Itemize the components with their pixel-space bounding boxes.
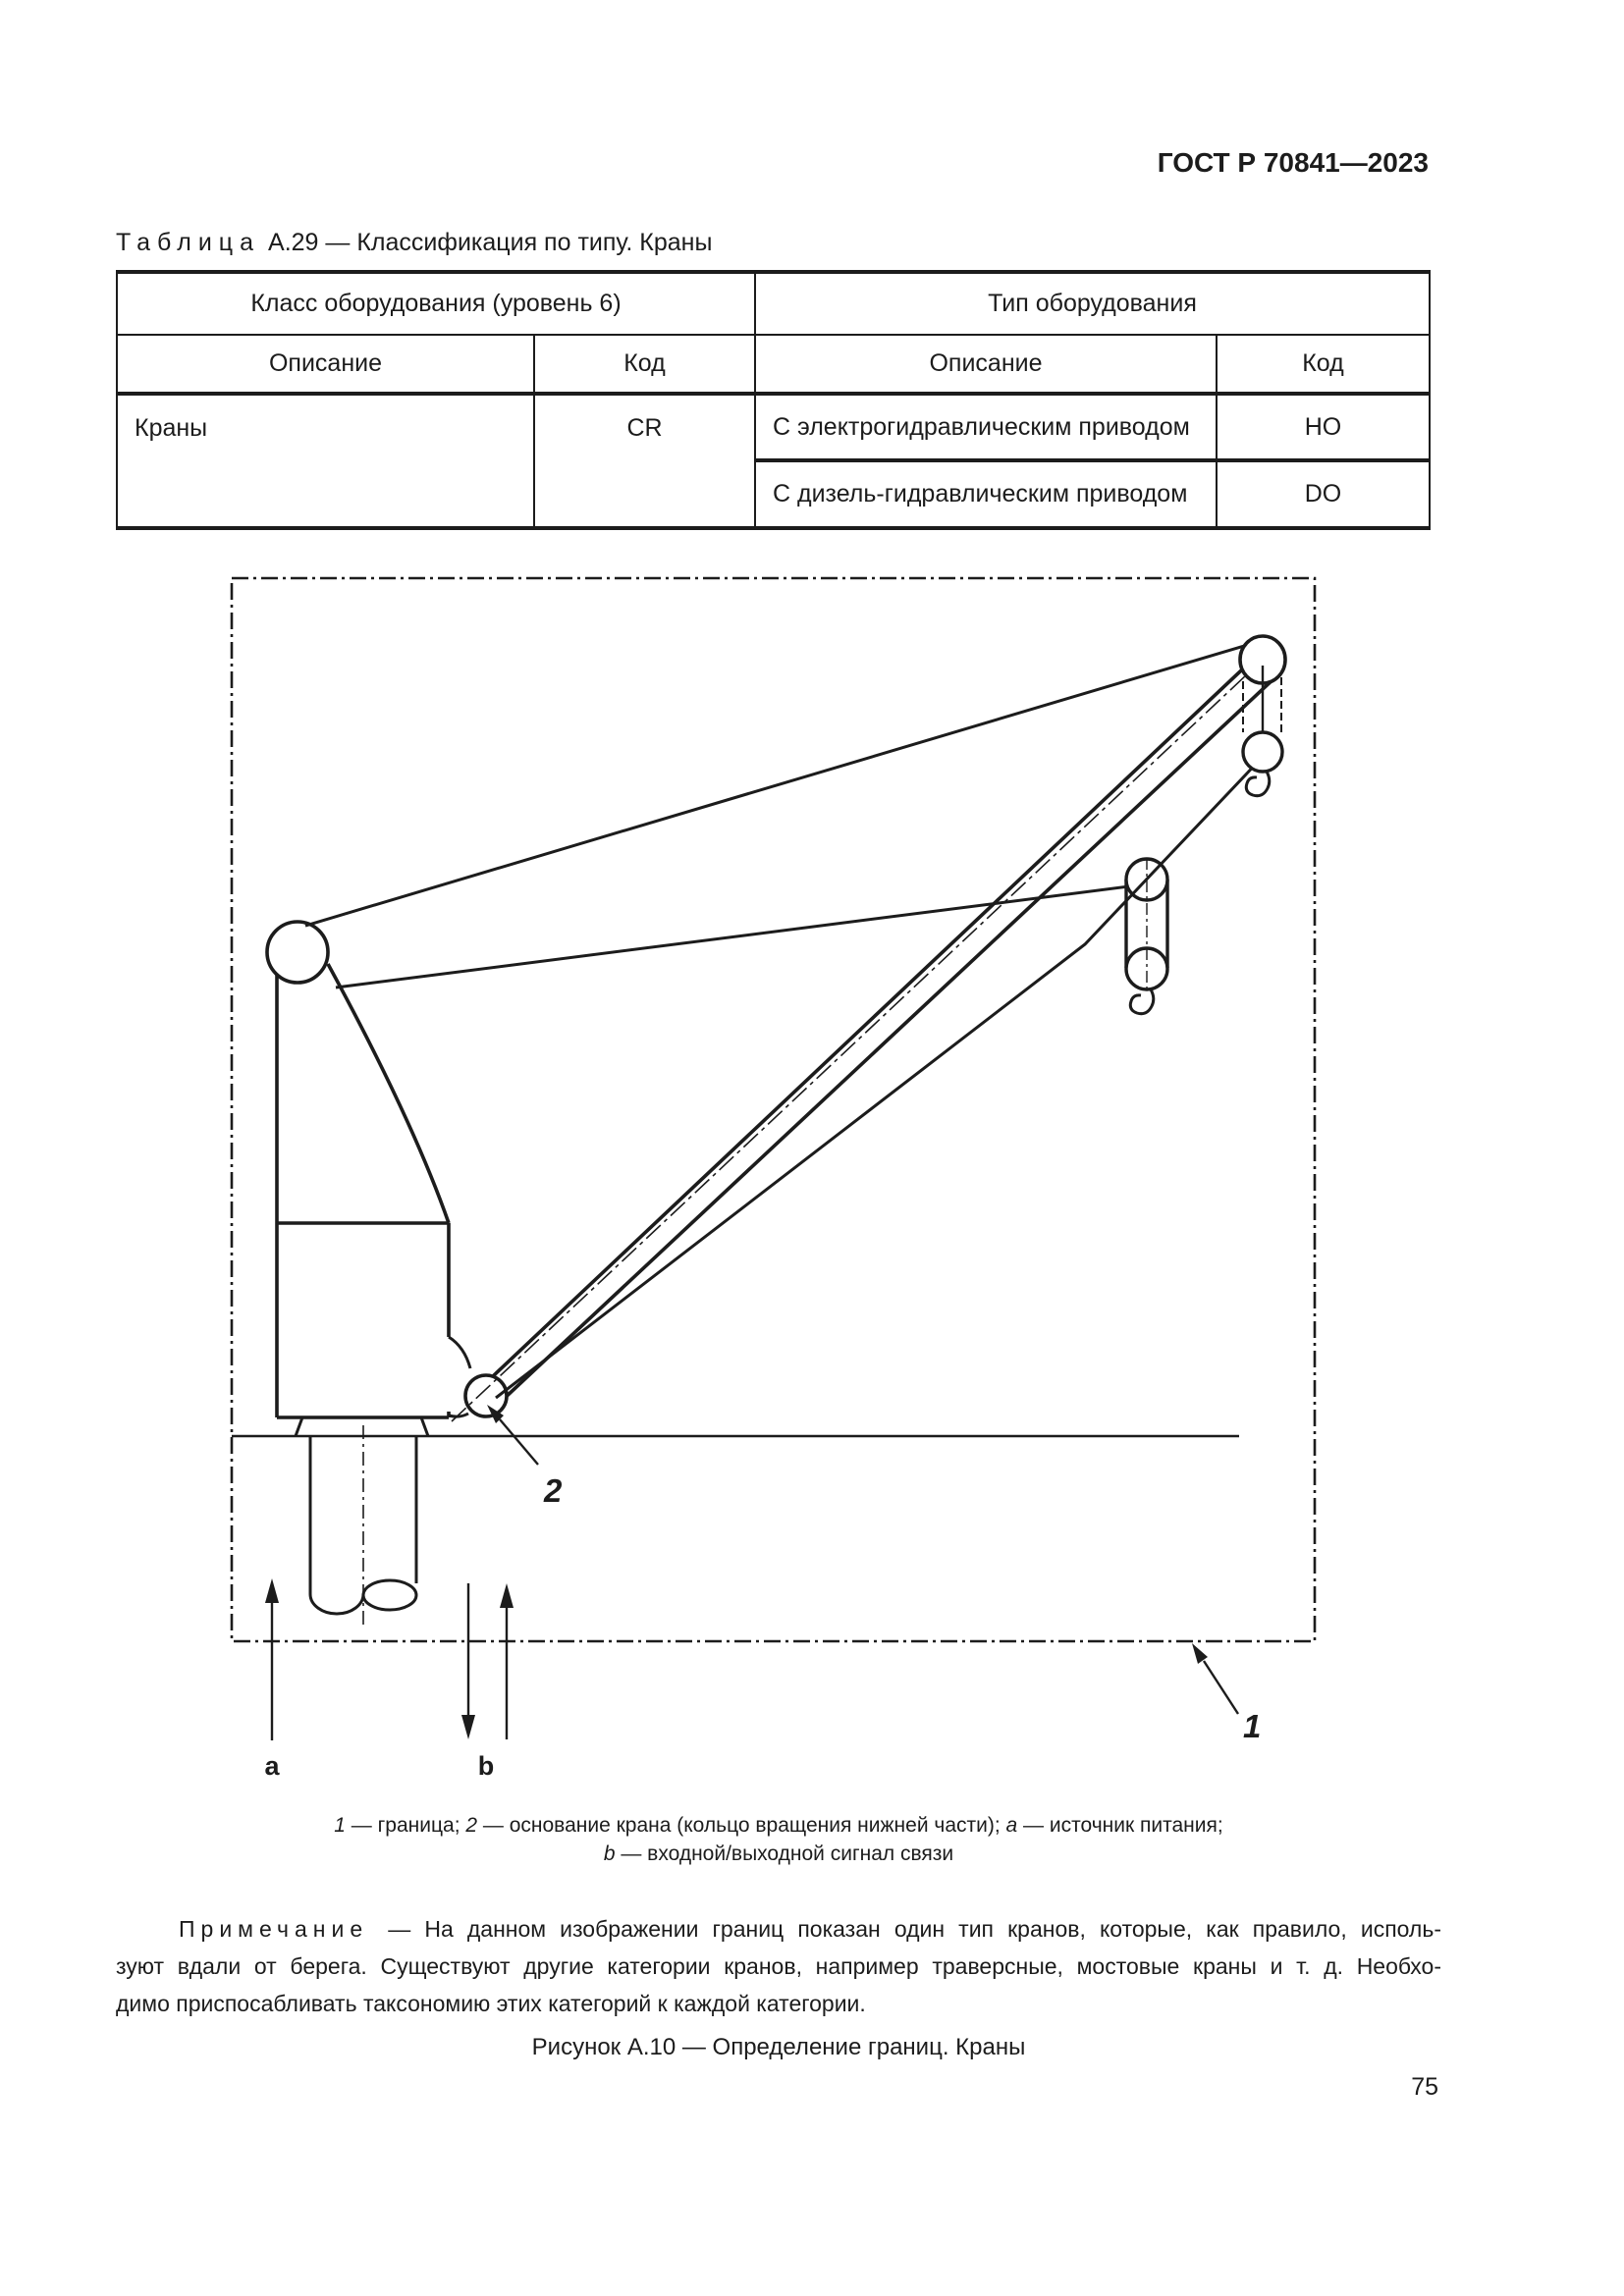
crane-base-pivot-ring bbox=[463, 1373, 509, 1418]
hoist-cable-to-block bbox=[335, 884, 1130, 989]
crane-boundary-figure: 2 1 a b bbox=[230, 576, 1317, 1781]
cell-type-description: С электрогидравлическим приводом bbox=[754, 393, 1218, 462]
label-2-arrowhead bbox=[487, 1405, 504, 1423]
boom-lower-edge bbox=[501, 674, 1278, 1402]
boom-centerline bbox=[451, 659, 1264, 1422]
label-power-a: a bbox=[264, 1751, 280, 1781]
figure-legend-line2: b — входной/выходной сигнал связи bbox=[603, 1842, 954, 1865]
arrow-b-down-head bbox=[461, 1715, 475, 1739]
label-signal-b: b bbox=[478, 1751, 495, 1781]
label-2-leader bbox=[499, 1418, 539, 1466]
table-row: С дизель-гидравлическим приводом DO bbox=[117, 459, 1431, 529]
group-header-class: Класс оборудования (уровень 6) bbox=[116, 271, 756, 336]
cell-type-code: DO bbox=[1216, 459, 1431, 529]
cell-type-description: С дизель-гидравлическим приводом bbox=[754, 459, 1218, 529]
sub-header-code-left: Код bbox=[533, 334, 756, 396]
topping-cable bbox=[304, 644, 1245, 928]
cell-class-description: Краны bbox=[116, 393, 535, 529]
hoist-cable-lower bbox=[495, 756, 1264, 1400]
classification-table: Класс оборудования (уровень 6) Тип обору… bbox=[116, 270, 1431, 530]
mid-block-hook bbox=[1128, 988, 1156, 1016]
figure-caption: Рисунок А.10 — Определение границ. Краны bbox=[531, 2034, 1026, 2060]
table-row: Краны CR С электрогидравлическим приводо… bbox=[116, 393, 1431, 529]
label-boundary: 1 bbox=[1243, 1708, 1261, 1744]
label-1-arrowhead bbox=[1192, 1643, 1208, 1664]
boom-upper-edge bbox=[491, 654, 1259, 1378]
document-header: ГОСТ Р 70841—2023 bbox=[1157, 147, 1429, 178]
boundary-dashdot-rect bbox=[230, 576, 1317, 1643]
support-columns bbox=[308, 1436, 418, 1594]
sub-header-description-right: Описание bbox=[754, 334, 1218, 396]
figure-legend-line1: 1 — граница; 2 — основание крана (кольцо… bbox=[334, 1814, 1223, 1837]
tip-hook-block bbox=[1241, 730, 1284, 774]
sub-header-description-left: Описание bbox=[116, 334, 535, 396]
mast-right-edge bbox=[326, 963, 451, 1224]
page-number: 75 bbox=[1411, 2073, 1438, 2101]
label-crane-base: 2 bbox=[543, 1472, 563, 1509]
arrow-a-head bbox=[265, 1578, 279, 1603]
column-bottom-ellipse bbox=[361, 1578, 418, 1612]
cell-class-code: CR bbox=[533, 393, 756, 529]
table-group-header-row: Класс оборудования (уровень 6) Тип обору… bbox=[116, 271, 1431, 336]
figure-legend: 1 — граница; 2 — основание крана (кольцо… bbox=[116, 1811, 1441, 1868]
table-sub-header-row: Описание Код Описание Код bbox=[116, 334, 1431, 396]
label-1-leader bbox=[1202, 1660, 1240, 1715]
arrow-b-up-head bbox=[500, 1583, 514, 1608]
pedestal-box bbox=[275, 1221, 451, 1419]
mid-block-body bbox=[1124, 880, 1169, 968]
column-bottom-arc bbox=[308, 1593, 365, 1616]
cell-type-code: HO bbox=[1216, 393, 1431, 462]
group-header-type: Тип оборудования bbox=[754, 271, 1431, 336]
pedestal-pivot-arcs bbox=[448, 1335, 472, 1418]
mast-top-sheave bbox=[265, 920, 330, 985]
tip-cable-falls bbox=[1242, 677, 1282, 732]
note-line: зуют вдали от берега. Существуют другие … bbox=[116, 1953, 1441, 1979]
sub-header-code-right: Код bbox=[1216, 334, 1431, 396]
tip-hook bbox=[1244, 771, 1272, 798]
note-line: димо приспосабливать таксономию этих кат… bbox=[116, 1991, 866, 2016]
note-block: Примечание — На данном изображении грани… bbox=[116, 1910, 1441, 2022]
note-line: Примечание — На данном изображении грани… bbox=[179, 1916, 1441, 1942]
base-skirt bbox=[294, 1416, 430, 1437]
